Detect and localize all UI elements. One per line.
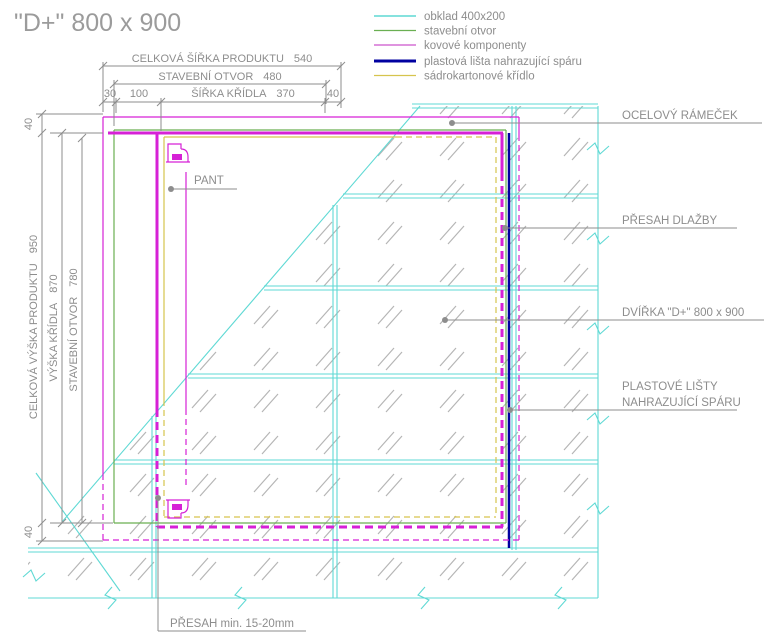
callout-door: DVÍŘKA "D+" 800 x 900 [442,306,764,323]
tick [336,97,346,107]
tile-joints-horizontal [28,103,598,553]
legend-item-stavebni-otvor: stavební otvor [374,26,496,38]
dim-ticks [98,61,346,107]
tick [320,97,330,107]
callout-hinge-label: PANT [194,175,224,187]
legend-item-obklad: obklad 400x200 [374,11,505,23]
tile-cut-diagonal [61,105,421,523]
tick [109,79,119,89]
tick [37,128,47,138]
callout-bottom-overlap-label: PŘESAH min. 15-20mm [170,617,294,630]
dimensions-left: CELKOVÁ VÝŠKA PRODUKTU950 VÝŠKA KŘÍDLA87… [23,109,113,546]
callout-steel-frame-label: OCELOVÝ RÁMEČEK [622,109,738,122]
tile-cut-diagonal-small [35,472,121,592]
tick [57,518,67,528]
legend-item-kovove-komponenty: kovové komponenty [374,40,527,52]
callouts: OCELOVÝ RÁMEČEK PŘESAH DLAŽBY DVÍŘKA "D+… [155,109,764,632]
drywall-leaf-outline [163,136,497,518]
callout-plastic-strips-label-2: NAHRAZUJÍCÍ SPÁRU [622,396,741,409]
dim-40-bottom-text: 40 [23,526,35,538]
dim-opening-height-text: STAVEBNÍ OTVOR780 [67,268,80,391]
legend-label: sádrokartonové křídlo [424,71,535,83]
dim-30-text: 30 [104,88,116,100]
dim-40-right-text: 40 [327,88,339,100]
tick [98,97,108,107]
legend-item-plastova-lista: plastová lišta nahrazující spáru [374,56,582,68]
drawing-title: "D+" 800 x 900 [14,9,181,37]
steel-frame-outline [102,116,520,541]
hinge-top-symbol [166,143,190,163]
dim-total-height-text: CELKOVÁ VÝŠKA PRODUKTU950 [27,235,40,419]
tick [37,109,47,119]
hinge-top-pin [172,154,182,160]
tile-field [22,103,610,610]
dim-ticks [37,109,87,546]
tick [77,518,87,528]
tick [111,97,121,107]
dim-100-text: 100 [130,88,148,100]
legend-label: stavební otvor [424,26,496,38]
callout-tile-overhang: PŘESAH DLAŽBY [502,214,737,231]
legend-label: kovové komponenty [424,40,527,52]
callout-tile-overhang-label: PŘESAH DLAŽBY [622,214,718,227]
tick [156,97,166,107]
tick [37,518,47,528]
tick [57,128,67,138]
hinge-bottom-symbol [166,499,190,519]
tick [37,536,47,546]
legend-item-sadrokartonove-kridlo: sádrokartonové křídlo [374,71,535,83]
hinge-bottom-pin [172,504,182,510]
construction-opening-outline [113,129,507,524]
tile-hatch-area [28,106,598,598]
callout-steel-frame: OCELOVÝ RÁMEČEK [449,109,762,126]
hinge-top-outline [166,143,190,163]
legend-label: obklad 400x200 [424,11,505,23]
callout-door-label: DVÍŘKA "D+" 800 x 900 [622,306,744,319]
callout-plastic-strips: PLASTOVÉ LIŠTY NAHRAZUJÍCÍ SPÁRU [507,380,741,413]
legend: obklad 400x200 stavební otvor kovové kom… [374,11,582,83]
tick [336,61,346,71]
tick [77,133,87,143]
tick [321,79,331,89]
door-leaf-metal [108,131,504,529]
callout-bottom-overlap: PŘESAH min. 15-20mm [155,495,306,632]
dim-40-top-text: 40 [23,118,35,130]
callout-plastic-strips-label-1: PLASTOVÉ LIŠTY [622,380,718,393]
tick [98,61,108,71]
hinge-bottom-outline [166,499,190,519]
dim-leaf-height-text: VÝŠKA KŘÍDLA870 [47,274,60,381]
callout-hinge: PANT [168,175,237,192]
legend-label: plastová lišta nahrazující spáru [424,56,582,68]
